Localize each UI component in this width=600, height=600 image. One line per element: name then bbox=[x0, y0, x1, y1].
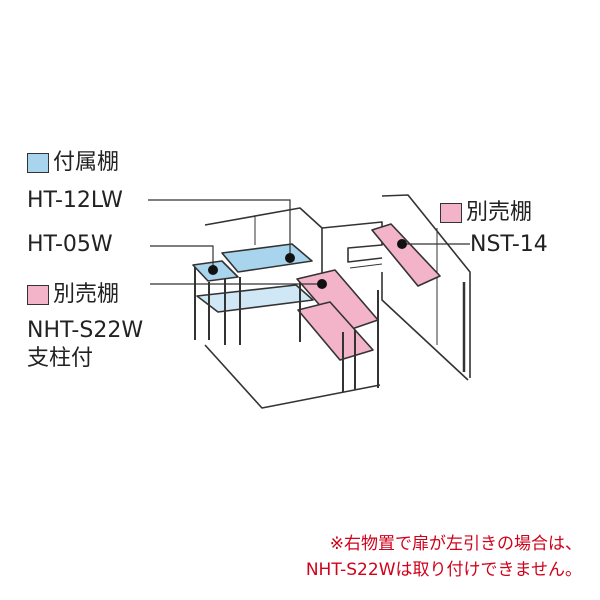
label-nht-s22w: NHT-S22W bbox=[27, 318, 144, 343]
connector-rail bbox=[349, 263, 383, 269]
dot-ht-05w bbox=[208, 265, 218, 275]
included-shelf-group bbox=[192, 243, 314, 345]
note-line-1: ※右物置で扉が左引きの場合は、 bbox=[329, 534, 582, 554]
label-nht-s22w-suffix: 支柱付 bbox=[27, 346, 94, 371]
leader-line-ht-05w bbox=[150, 245, 214, 268]
label-ht-05w: HT-05W bbox=[27, 232, 113, 257]
legend-included-title: 付属棚 bbox=[53, 150, 120, 175]
shelf-lower-tier bbox=[196, 284, 314, 313]
shelf-nst-14 bbox=[371, 223, 441, 287]
light-blue-square-icon bbox=[27, 153, 49, 173]
shelf-nht-s22w-group bbox=[296, 269, 379, 392]
dot-nht-s22w bbox=[317, 279, 327, 289]
legend-separate-right: 別売棚 bbox=[440, 200, 532, 226]
pink-square-icon bbox=[440, 203, 462, 223]
connector-frame bbox=[321, 221, 383, 263]
legend-separate-right-title: 別売棚 bbox=[466, 200, 533, 225]
left-shed-back-wall bbox=[204, 207, 323, 300]
left-shed-floor bbox=[204, 344, 381, 409]
label-ht-12lw: HT-12LW bbox=[27, 188, 123, 213]
legend-separate-left-title: 別売棚 bbox=[53, 282, 120, 307]
leader-line-ht-12lw bbox=[148, 199, 291, 256]
shelf-ht-12lw-top bbox=[221, 243, 313, 273]
legend-separate-left: 別売棚 bbox=[27, 282, 119, 308]
pink-square-icon bbox=[27, 285, 49, 305]
dot-nst-14 bbox=[397, 239, 407, 249]
note-line-2: NHT-S22Wは取り付けできません。 bbox=[305, 560, 582, 580]
dot-ht-12lw bbox=[285, 253, 295, 263]
legend-included: 付属棚 bbox=[27, 150, 119, 176]
right-shed-floor bbox=[381, 272, 469, 381]
label-nst-14: NST-14 bbox=[470, 232, 548, 257]
right-shed-wall bbox=[381, 194, 471, 378]
